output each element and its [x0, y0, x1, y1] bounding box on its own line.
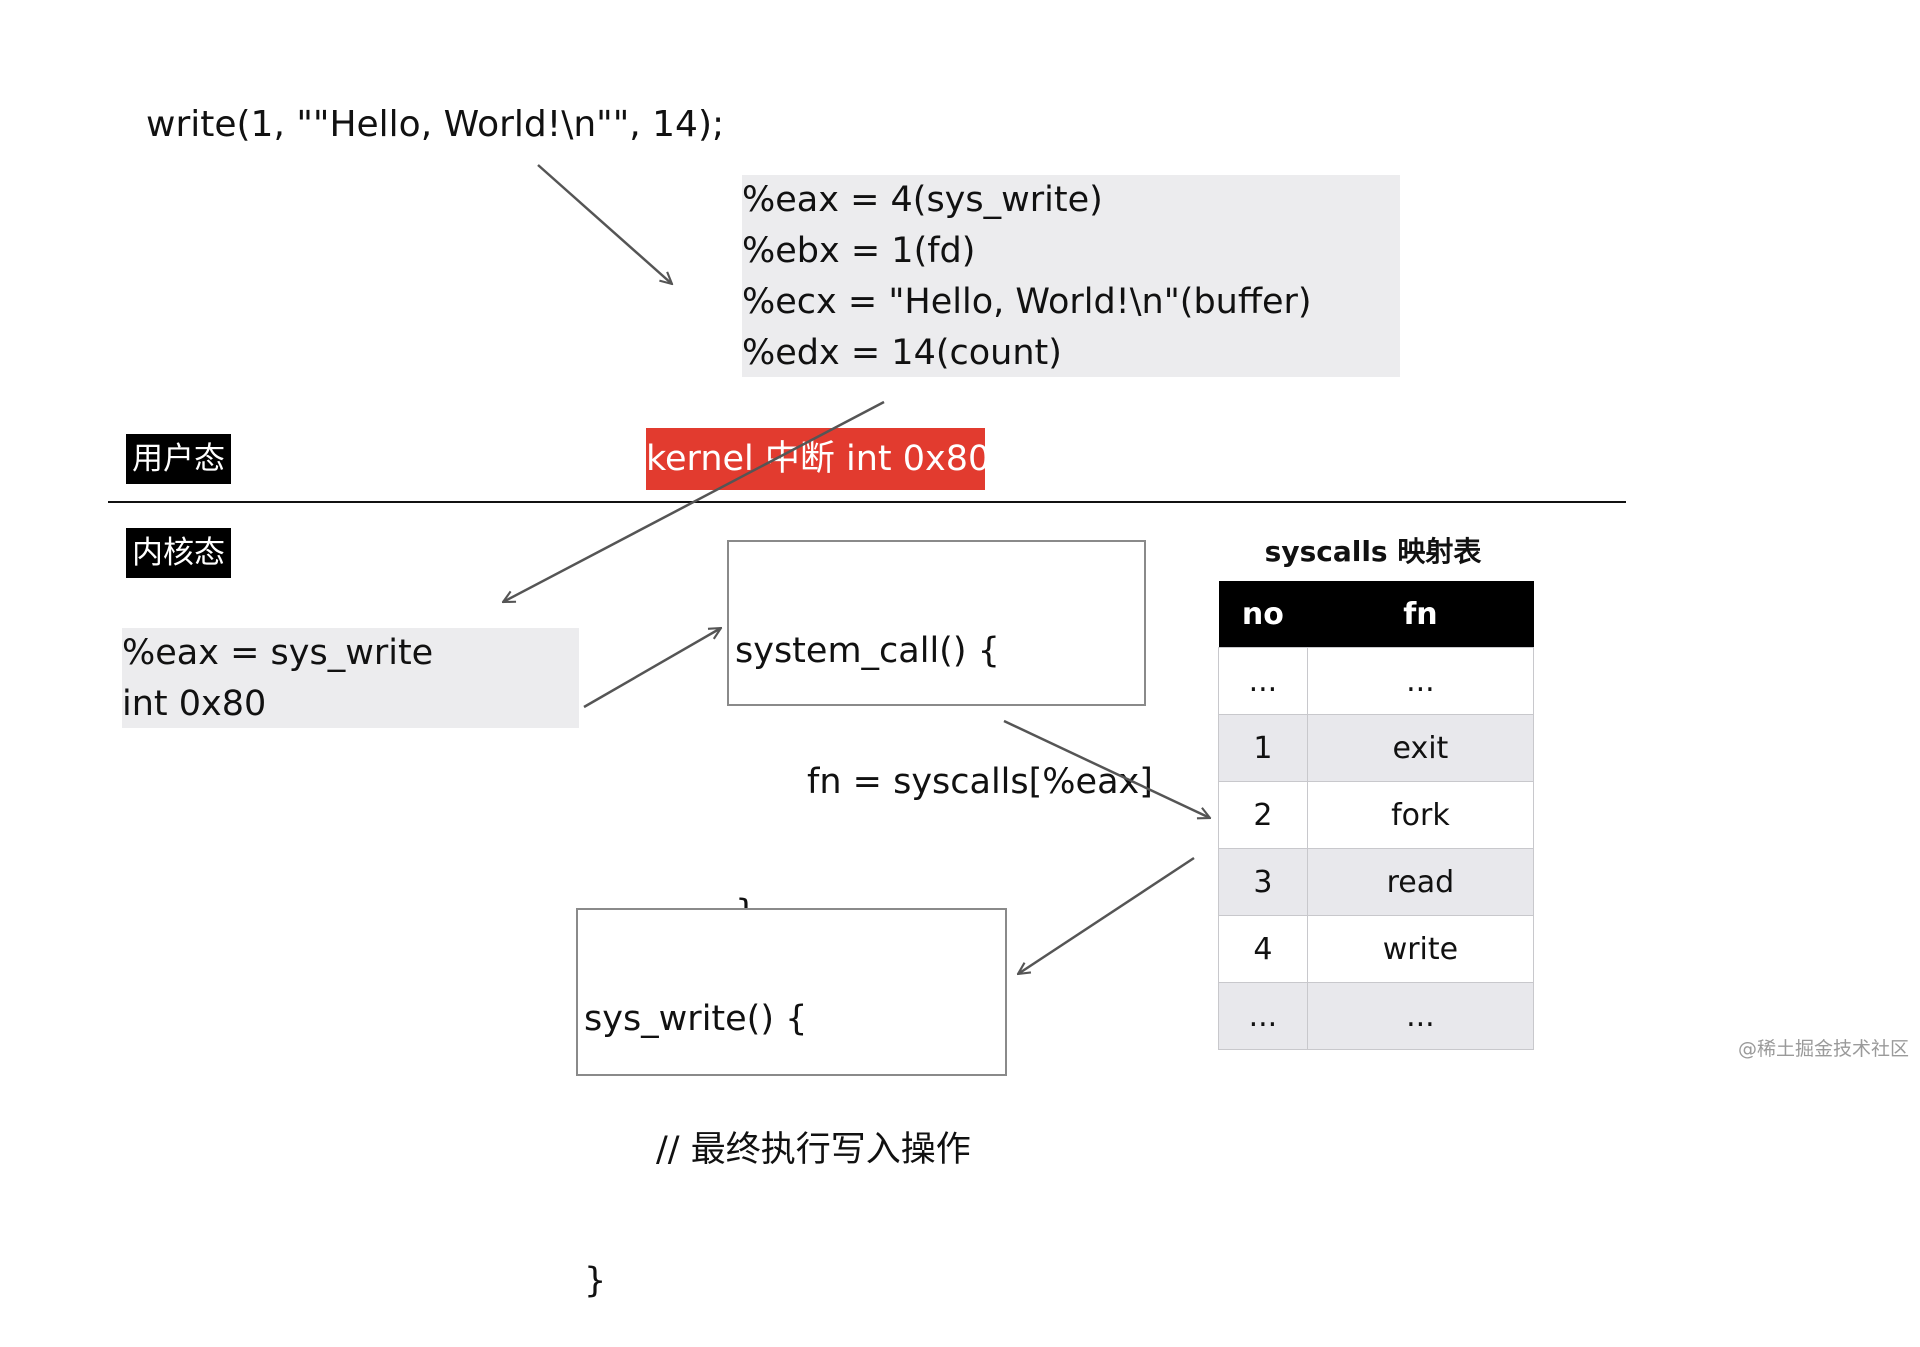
sys-write-line-2: // 最终执行写入操作 [656, 1130, 971, 1170]
mode-divider [108, 501, 1626, 503]
sys-write-line-1: sys_write() { [584, 999, 808, 1039]
cell-no: 3 [1218, 848, 1308, 916]
header-fn: fn [1307, 581, 1534, 648]
arrow-table-to-sys-write [1018, 856, 1195, 974]
cell-no: 4 [1218, 915, 1308, 983]
cell-fn: read [1306, 848, 1535, 916]
system-call-box: system_call() { fn = syscalls[%eax] } [727, 540, 1153, 933]
table-row: 3 read [1218, 848, 1535, 916]
table-row: ... ... [1218, 982, 1535, 1050]
write-call-code: write(1, ""Hello, World!\n"", 14); [146, 104, 725, 145]
kernel-register-eax: %eax = sys_write [122, 633, 434, 673]
arrow-system-call-to-table [1003, 719, 1210, 818]
user-registers-box: %eax = 4(sys_write) %ebx = 1(fd) %ecx = … [742, 175, 1400, 377]
header-no: no [1218, 581, 1308, 648]
flow-arrows [0, 164, 1920, 1080]
cell-no: 2 [1218, 781, 1308, 849]
arrow-call-to-registers [537, 164, 672, 284]
syscalls-table: no fn ... ... 1 exit 2 fork 3 read 4 wri… [1218, 581, 1535, 1050]
table-row: 2 fork [1218, 781, 1535, 849]
user-mode-label: 用户态 [126, 434, 231, 484]
kernel-registers-box: %eax = sys_write int 0x80 [122, 628, 579, 728]
table-header-row: no fn [1218, 581, 1534, 648]
cell-no: ... [1218, 982, 1308, 1050]
register-edx: %edx = 14(count) [742, 333, 1062, 373]
table-row: 1 exit [1218, 714, 1535, 782]
system-call-line-2: fn = syscalls[%eax] [807, 762, 1153, 802]
register-ecx: %ecx = "Hello, World!\n"(buffer) [742, 282, 1312, 322]
cell-fn: ... [1306, 647, 1535, 715]
arrow-kernel-to-system-call [583, 628, 721, 709]
system-call-line-1: system_call() { [735, 631, 1000, 671]
watermark-text: @稀土掘金技术社区 [1738, 1038, 1910, 1060]
cell-fn: exit [1306, 714, 1535, 782]
register-ebx: %ebx = 1(fd) [742, 231, 976, 271]
cell-fn: ... [1306, 982, 1535, 1050]
kernel-int-instruction: int 0x80 [122, 684, 267, 724]
cell-no: ... [1218, 647, 1308, 715]
sys-write-line-3: } [584, 1261, 607, 1301]
table-row: ... ... [1218, 647, 1535, 715]
cell-fn: fork [1306, 781, 1535, 849]
arrow-registers-to-kernel [503, 400, 885, 604]
cell-no: 1 [1218, 714, 1308, 782]
register-eax: %eax = 4(sys_write) [742, 180, 1103, 220]
syscalls-table-title: syscalls 映射表 [1264, 535, 1482, 568]
cell-fn: write [1306, 915, 1535, 983]
table-row: 4 write [1218, 915, 1535, 983]
kernel-mode-label: 内核态 [126, 528, 231, 578]
